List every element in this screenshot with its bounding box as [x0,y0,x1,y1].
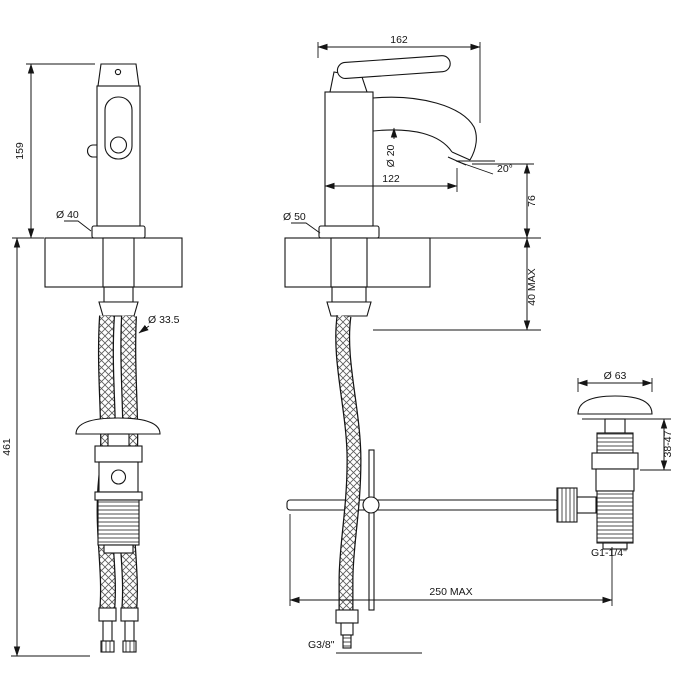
side-countertop [284,237,431,288]
front-dimensions: 159 461 Ø 40 Ø 33.5 [1,63,180,657]
front-hose-end-fittings [98,607,139,653]
dim-base-diameter-50: Ø 50 [283,211,306,223]
handle-screw-icon [114,68,122,76]
dim-spout-diameter-20: Ø 20 [385,144,397,167]
waste-adjuster-knurl [556,487,578,523]
dim-height-159: 159 [14,142,26,160]
front-countertop [44,237,183,288]
spout-inner-curve [372,129,453,153]
dim-overall-depth-162: 162 [390,34,408,46]
dim-spout-angle-20deg: 20° [497,163,513,175]
dim-drain-range-38-47: 38-47 [662,430,674,457]
dim-spout-height-76: 76 [526,195,538,207]
side-dimensions: 162 Ø 20 122 20° 76 40 MAX Ø 50 Ø 63 [283,34,674,651]
dim-base-diameter-40: Ø 40 [56,209,79,221]
side-inlet-fitting [335,609,422,654]
front-mounting-shank [98,286,139,317]
side-view: 162 Ø 20 122 20° 76 40 MAX Ø 50 Ø 63 [283,34,674,654]
dim-spout-reach-122: 122 [382,173,400,185]
linkage-pivot-joint [362,496,380,514]
front-pop-up-waste [75,417,161,554]
label-inlet-thread: G3/8" [308,639,335,651]
spout-outer-curve [372,96,477,161]
side-mounting-shank [326,286,372,317]
label-drain-outlet-thread: G1-1/4" [591,547,627,559]
dim-drain-cap-63: Ø 63 [604,370,627,382]
lever-handle [336,55,451,80]
pop-up-linkage-rods [286,449,559,611]
front-faucet-body [86,63,146,239]
side-faucet-body [318,55,477,239]
dim-drain-offset-250max: 250 MAX [429,586,472,598]
dim-deck-thickness-40max: 40 MAX [526,268,538,305]
dim-hose-diameter-33-5: Ø 33.5 [148,314,180,326]
side-pop-up-waste [556,395,653,550]
front-view: 159 461 Ø 40 Ø 33.5 [1,63,183,657]
side-supply-hose [335,314,362,610]
dim-total-height-461: 461 [1,438,13,456]
